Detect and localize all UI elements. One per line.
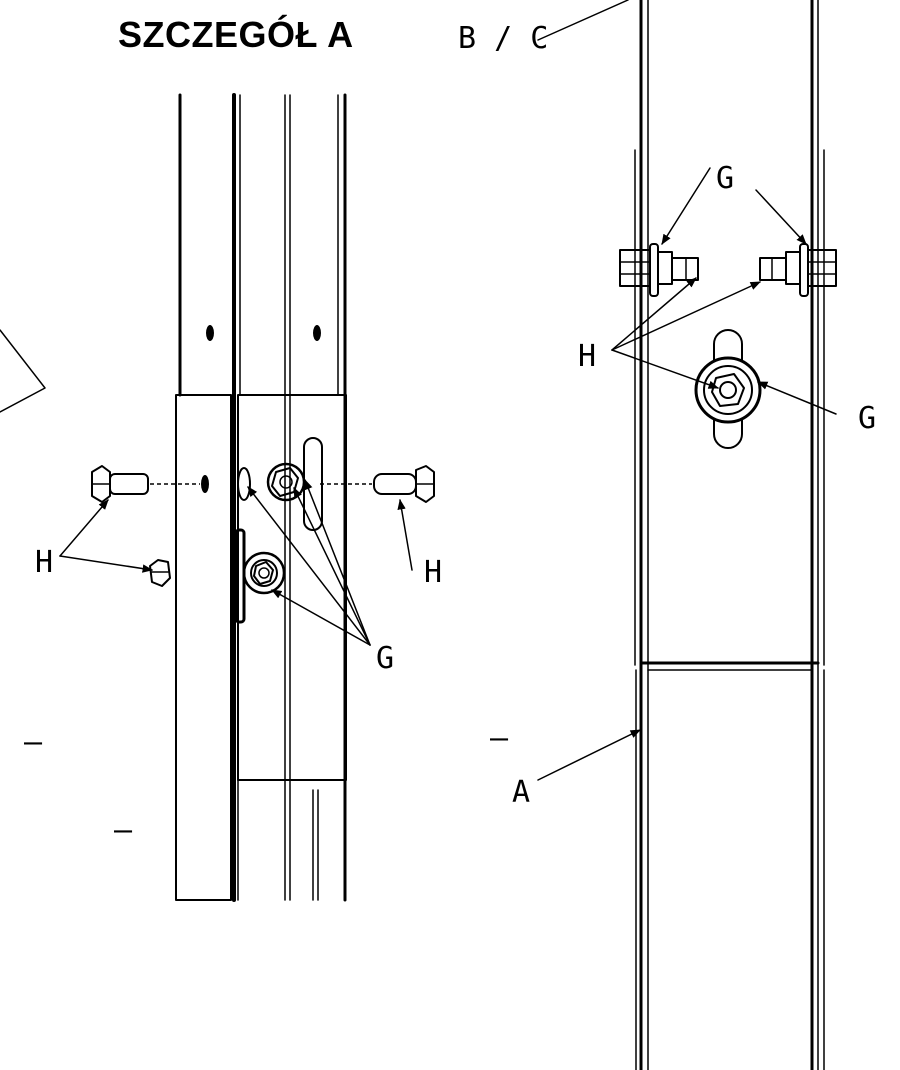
lower-tube — [237, 779, 319, 901]
label-g-left: G — [376, 641, 394, 676]
label-b-c: B / C — [458, 21, 548, 56]
dash-mark: – — [24, 725, 43, 760]
sleeve-hole — [201, 475, 209, 493]
label-h: H — [578, 339, 596, 374]
wing-nut-icon — [694, 329, 762, 449]
tube-hole — [206, 325, 214, 341]
right-assembly-view: B / C G H G A – — [458, 0, 876, 1070]
tube-hole — [313, 325, 321, 341]
hex-nut-icon — [149, 559, 171, 587]
outer-sleeve — [175, 394, 347, 901]
hex-bolt-icon — [619, 243, 699, 297]
label-g-side: G — [858, 401, 876, 436]
detail-title: SZCZEGÓŁ A — [118, 14, 354, 55]
hex-nut-icon — [266, 462, 306, 502]
label-a: A — [512, 775, 530, 810]
cutoff-view-edge — [0, 329, 46, 413]
left-detail-view: H H G – — — [0, 93, 442, 902]
hex-bolt-icon — [320, 465, 435, 503]
label-h-right: H — [424, 555, 442, 590]
dash-mark: – — [490, 721, 509, 756]
leader-lines — [537, 0, 837, 781]
leader-lines — [59, 479, 413, 646]
label-g-top: G — [716, 161, 734, 196]
washer-icon — [237, 467, 251, 501]
dash-mark: — — [114, 813, 133, 848]
tube-b-c — [634, 0, 825, 1070]
label-h-left: H — [35, 545, 53, 580]
hex-bolt-icon — [91, 465, 200, 503]
hex-nut-icon — [242, 551, 286, 595]
